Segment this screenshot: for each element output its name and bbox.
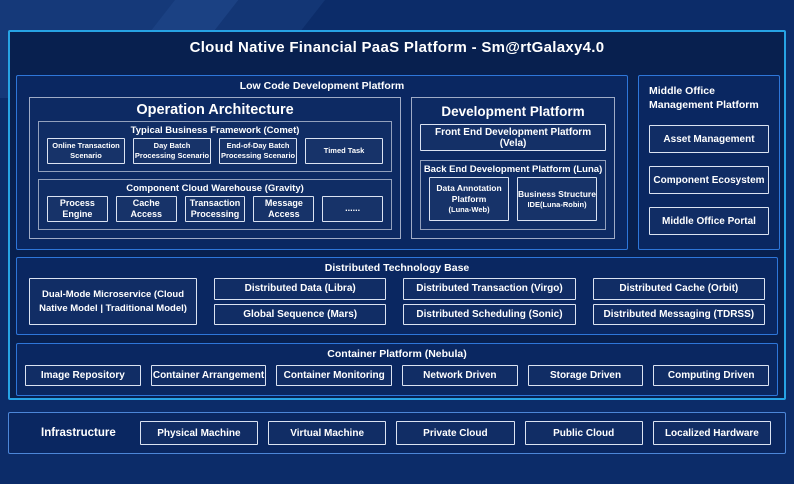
group-development-platform: Development Platform Front End Developme… (411, 97, 615, 239)
section-title: Distributed Technology Base (324, 262, 470, 274)
box-online-transaction-scenario: Online Transaction Scenario (47, 138, 126, 164)
box-ellipsis: ...... (322, 196, 384, 222)
box-container-arrangement: Container Arrangement (150, 365, 267, 386)
comet-items: Online Transaction Scenario Day Batch Pr… (39, 138, 391, 171)
box-component-ecosystem: Component Ecosystem (649, 166, 769, 195)
section-low-code-development-platform: Low Code Development Platform Operation … (16, 75, 628, 250)
box-distributed-cache-orbit: Distributed Cache (Orbit) (592, 278, 765, 300)
box-container-monitoring: Container Monitoring (276, 365, 393, 386)
page-title: Cloud Native Financial PaaS Platform - S… (189, 39, 605, 56)
group-title: Development Platform (441, 104, 585, 119)
group-component-cloud-warehouse-gravity: Component Cloud Warehouse (Gravity) Proc… (38, 179, 393, 230)
section-distributed-technology-base: Distributed Technology Base Dual-Mode Mi… (16, 257, 778, 335)
group-title: Typical Business Framework (Comet) (130, 125, 300, 136)
group-title: Component Cloud Warehouse (Gravity) (126, 183, 304, 194)
box-front-end-development-platform-vela: Front End Development Platform (Vela) (420, 124, 606, 151)
box-sublabel: (Luna-Web) (448, 205, 490, 215)
group-title: Operation Architecture (136, 102, 294, 118)
gravity-items: Process Engine Cache Access Transaction … (39, 196, 391, 229)
box-label: Business Structure (518, 188, 596, 199)
section-container-platform-nebula: Container Platform (Nebula) Image Reposi… (16, 343, 778, 396)
group-title: Back End Development Platform (Luna) (423, 164, 603, 175)
container-platform-items: Image Repository Container Arrangement C… (17, 362, 777, 395)
distributed-column: Distributed Data (Libra) Global Sequence… (214, 278, 387, 325)
box-message-access: Message Access (253, 196, 315, 222)
section-title: Middle Office Management Platform (649, 85, 759, 112)
box-timed-task: Timed Task (305, 138, 384, 164)
box-computing-driven: Computing Driven (653, 365, 770, 386)
box-distributed-scheduling-sonic: Distributed Scheduling (Sonic) (403, 303, 576, 325)
distributed-content: Dual-Mode Microservice (Cloud Native Mod… (17, 276, 777, 334)
box-storage-driven: Storage Driven (527, 365, 644, 386)
section-middle-office-management-platform: Middle Office Management Platform Asset … (638, 75, 780, 250)
box-end-of-day-batch-processing-scenario: End-of-Day Batch Processing Scenario (219, 138, 298, 164)
box-day-batch-processing-scenario: Day Batch Processing Scenario (133, 138, 212, 164)
group-typical-business-framework-comet: Typical Business Framework (Comet) Onlin… (38, 121, 393, 172)
box-distributed-transaction-virgo: Distributed Transaction (Virgo) (403, 278, 576, 300)
box-distributed-messaging-tdrss: Distributed Messaging (TDRSS) (592, 303, 765, 325)
group-operation-architecture: Operation Architecture Typical Business … (29, 97, 402, 239)
box-sublabel: IDE(Luna-Robin) (527, 199, 587, 209)
box-private-cloud: Private Cloud (396, 421, 515, 445)
box-localized-hardware: Localized Hardware (652, 421, 772, 445)
section-title: Infrastructure (41, 427, 116, 439)
box-cache-access: Cache Access (115, 196, 177, 222)
box-public-cloud: Public Cloud (524, 421, 643, 445)
box-label: Data Annotation Platform (436, 183, 502, 205)
section-title: Low Code Development Platform (239, 80, 405, 92)
group-back-end-development-platform-luna: Back End Development Platform (Luna) Dat… (420, 160, 606, 230)
box-network-driven: Network Driven (402, 365, 518, 386)
platform-panel: Cloud Native Financial PaaS Platform - S… (8, 30, 786, 400)
section-infrastructure: Infrastructure Physical Machine Virtual … (8, 412, 786, 454)
box-process-engine: Process Engine (47, 196, 108, 222)
box-dual-mode-microservice: Dual-Mode Microservice (Cloud Native Mod… (29, 278, 197, 325)
distributed-column: Distributed Cache (Orbit) Distributed Me… (592, 278, 765, 325)
box-asset-management: Asset Management (649, 125, 769, 154)
box-virtual-machine: Virtual Machine (268, 421, 387, 445)
box-global-sequence-mars: Global Sequence (Mars) (214, 303, 387, 325)
back-end-items: Data Annotation Platform (Luna-Web) Busi… (421, 177, 605, 229)
box-physical-machine: Physical Machine (139, 421, 259, 445)
box-middle-office-portal: Middle Office Portal (649, 207, 769, 236)
section-title: Container Platform (Nebula) (327, 348, 467, 360)
box-image-repository: Image Repository (25, 365, 141, 386)
box-transaction-processing: Transaction Processing (184, 196, 246, 222)
distributed-column: Distributed Transaction (Virgo) Distribu… (403, 278, 576, 325)
box-distributed-data-libra: Distributed Data (Libra) (214, 278, 387, 300)
low-code-content: Operation Architecture Typical Business … (17, 94, 627, 249)
box-business-structure-ide: Business Structure IDE(Luna-Robin) (517, 177, 597, 221)
box-data-annotation-platform: Data Annotation Platform (Luna-Web) (429, 177, 510, 221)
